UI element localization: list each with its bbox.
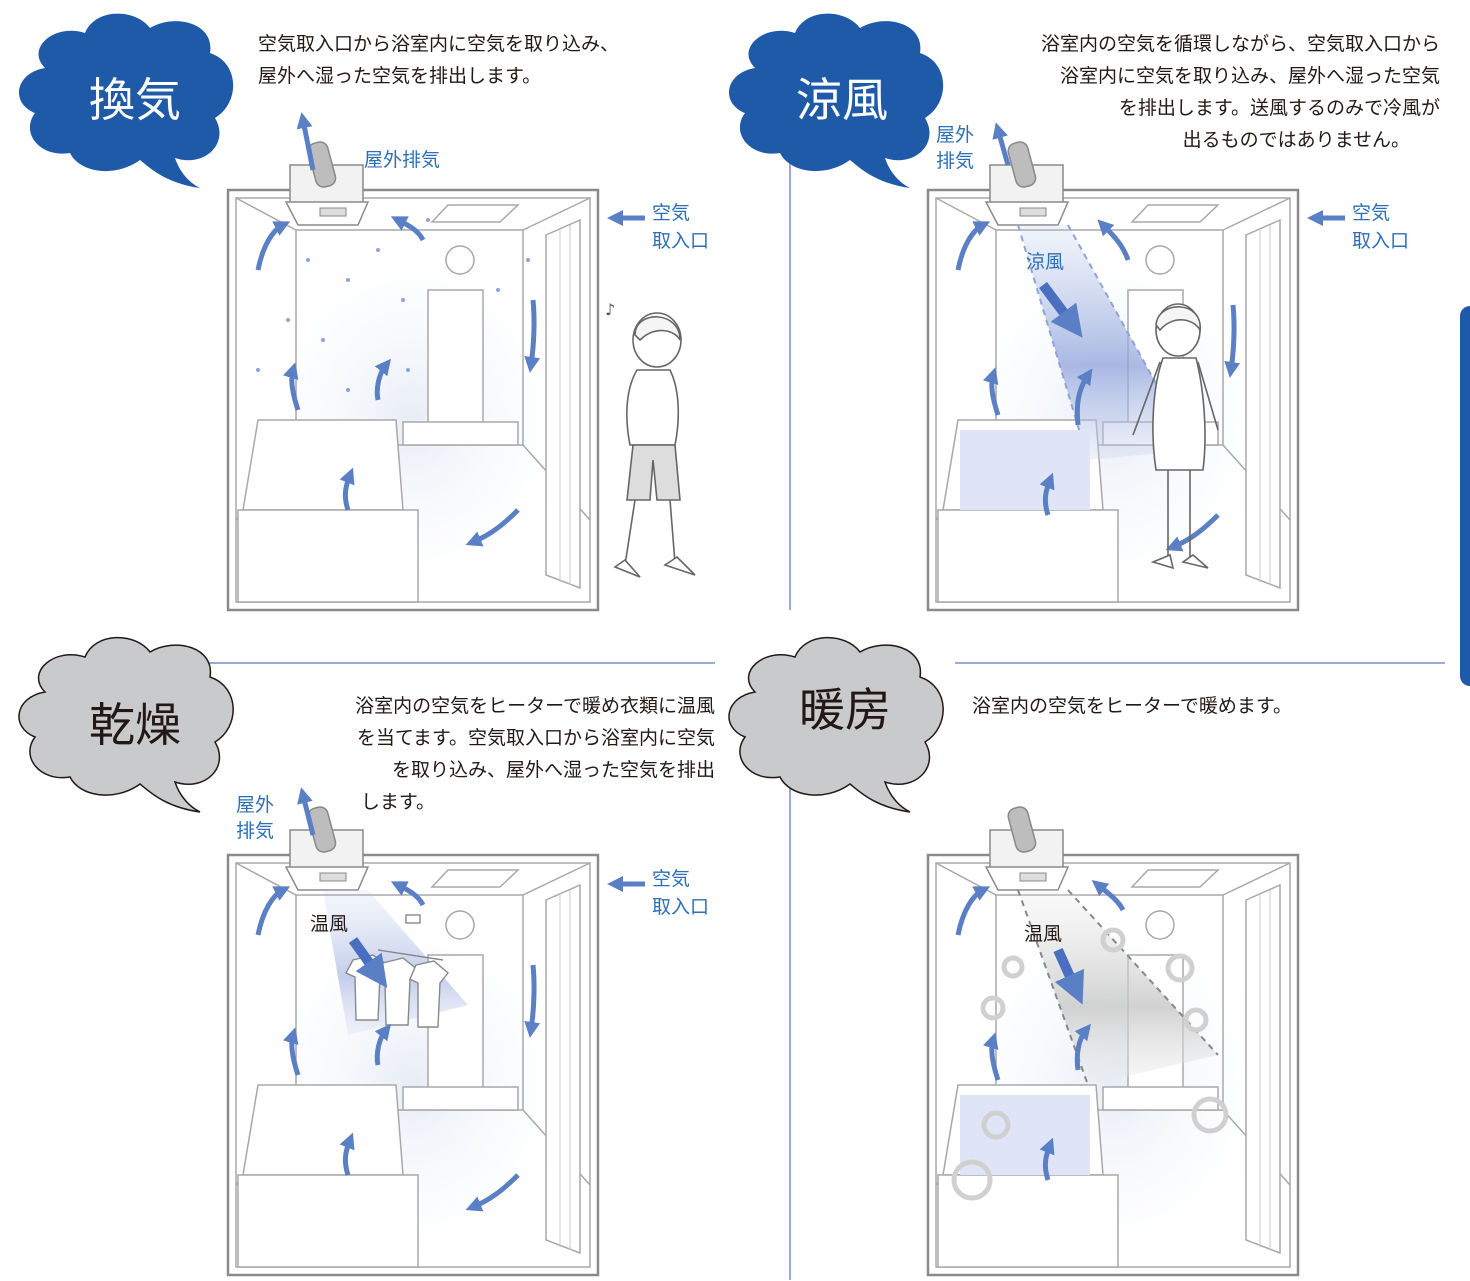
vertical-divider-top: [789, 160, 791, 610]
cool-breeze-title: 涼風: [796, 73, 888, 127]
drying-intake-arrow: [606, 875, 645, 893]
heating-cloud-bubble: [728, 636, 944, 813]
cool-breeze-cloud-bubble: [728, 13, 944, 188]
ventilation-cloud-bubble: [18, 13, 234, 188]
heating-bathroom-illustration: [926, 803, 1300, 1281]
ventilation-intake-arrow: [606, 209, 645, 227]
drying-description: 浴室内の空気をヒーターで暖め衣類に温風 を当てます。空気取入口から浴室内に空気 …: [355, 695, 715, 813]
drying-bathroom-illustration: [226, 787, 600, 1281]
drying-title: 乾燥: [89, 698, 181, 752]
horizontal-divider-left: [205, 662, 715, 664]
svg-text:♪: ♪: [605, 300, 615, 319]
ventilation-exhaust-label: 屋外排気: [364, 149, 441, 171]
heating-flow-label: 温風: [1024, 923, 1063, 945]
heating-description: 浴室内の空気をヒーターで暖めます。: [972, 695, 1292, 717]
horizontal-divider-right: [955, 662, 1445, 664]
vertical-divider-bottom: [789, 780, 791, 1280]
ventilation-description: 空気取入口から浴室内に空気を取り込み、 屋外へ湿った空気を排出します。: [258, 33, 620, 87]
cool-breeze-flow-label: 涼風: [1026, 251, 1065, 273]
drying-cloud-bubble: [18, 636, 234, 813]
drying-exhaust-label: 屋外 排気: [236, 794, 275, 842]
ventilation-bathroom-illustration: [226, 112, 600, 622]
ventilation-intake-label: 空気 取入口: [652, 202, 710, 252]
cool-breeze-bathroom-illustration: [926, 122, 1300, 622]
drying-flow-label: 温風: [310, 913, 349, 935]
side-tab: [1460, 306, 1470, 686]
woman-walking-illustration: ♪: [605, 300, 696, 578]
cool-breeze-exhaust-label: 屋外 排気: [936, 124, 975, 172]
ventilation-title: 換気: [89, 73, 181, 127]
drying-intake-label: 空気 取入口: [652, 868, 710, 918]
cool-breeze-description: 浴室内の空気を循環しながら、空気取入口から 浴室内に空気を取り込み、屋外へ湿った…: [1040, 33, 1440, 151]
cool-breeze-intake-arrow: [1306, 209, 1345, 227]
cool-breeze-intake-label: 空気 取入口: [1352, 202, 1410, 252]
heating-title: 暖房: [799, 683, 891, 737]
